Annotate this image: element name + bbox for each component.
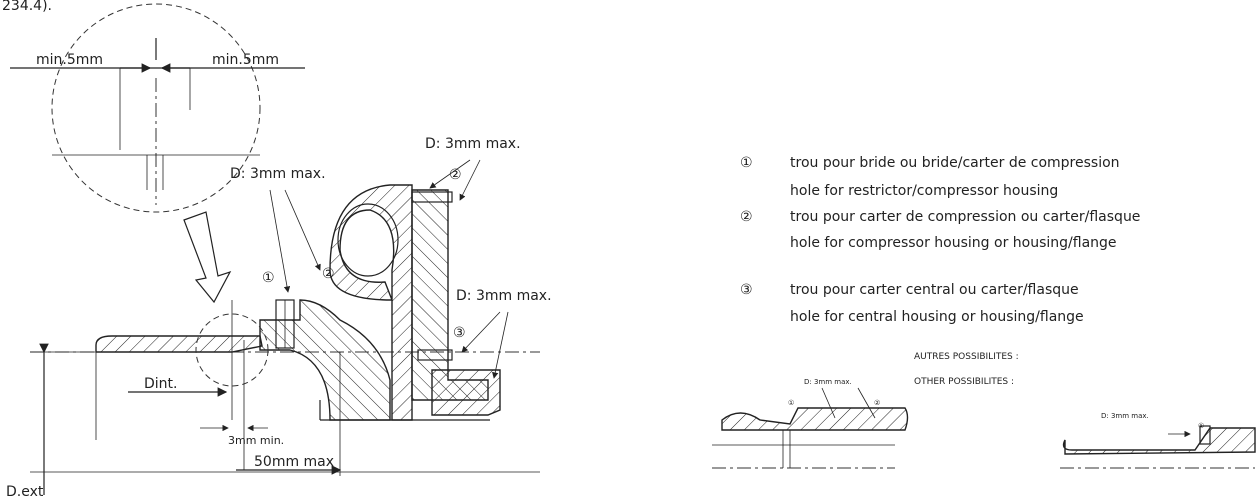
detail-circle (51, 3, 261, 213)
legend-fr-3: trou pour carter central ou carter/flasq… (790, 282, 1079, 298)
variant-b-shape (1062, 427, 1256, 455)
legend-num-3: ③ (740, 282, 753, 298)
dext-label: D.ext (6, 484, 44, 500)
other-d3-b: D: 3mm max. (1101, 412, 1149, 420)
legend-en-3: hole for central housing or housing/flan… (790, 309, 1084, 325)
min-left-label: min.5mm (36, 52, 103, 68)
legend-num-2: ② (740, 209, 753, 225)
other-d3-a: D: 3mm max. (804, 378, 852, 386)
d3-mid-label: D: 3mm max. (230, 166, 326, 182)
legend-fr-1: trou pour bride ou bride/carter de compr… (790, 155, 1120, 171)
legend-en-1: hole for restrictor/compressor housing (790, 183, 1058, 199)
marker2-top: ② (449, 167, 462, 183)
legend-fr-2: trou pour carter de compression ou carte… (790, 209, 1140, 225)
dint-label: Dint. (144, 376, 177, 392)
other-m2a: ② (874, 399, 880, 407)
legend-en-2: hole for compressor housing or housing/f… (790, 235, 1117, 251)
other-m1a: ① (788, 399, 794, 407)
top-cut-text: 234.4). (2, 0, 52, 14)
other-fr: AUTRES POSSIBILITES : (914, 352, 1019, 362)
other-en: OTHER POSSIBILITES : (914, 377, 1014, 387)
other-possibilities: AUTRES POSSIBILITES : OTHER POSSIBILITES… (712, 352, 1256, 469)
detail-arrow (183, 211, 232, 304)
min3-label: 3mm min. (228, 434, 284, 447)
d3-top-label: D: 3mm max. (425, 136, 521, 152)
marker2-main: ② (322, 266, 335, 282)
max50-label: 50mm max (254, 454, 334, 470)
variant-a-shape (721, 407, 909, 431)
legend-num-1: ① (740, 155, 753, 171)
d3-right-label: D: 3mm max. (456, 288, 552, 304)
marker3-main: ③ (453, 325, 466, 341)
callouts: D: 3mm max. ② D: 3mm max. ① ② D: 3mm max… (230, 136, 552, 379)
dimensions: D.ext Dint. 3mm min. 50mm max (6, 343, 342, 500)
detail-view: min.5mm min.5mm (10, 3, 305, 213)
main-section (30, 184, 540, 473)
marker1-main: ① (262, 270, 275, 286)
min-right-label: min.5mm (212, 52, 279, 68)
legend: ① trou pour bride ou bride/carter de com… (740, 155, 1140, 325)
